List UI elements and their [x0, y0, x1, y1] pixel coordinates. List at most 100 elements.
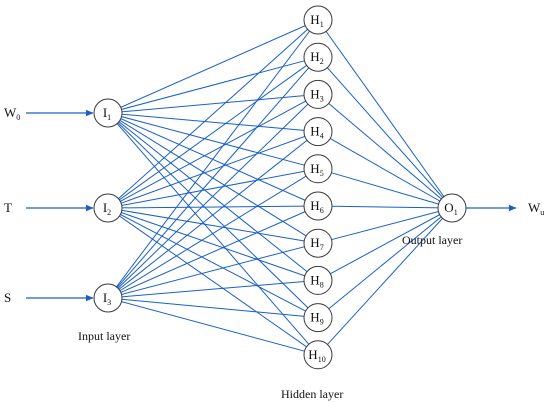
hidden-node-label-subscript: 1 [320, 20, 324, 29]
edge-i2-h8 [107, 207, 319, 281]
edge-i2-h6 [107, 205, 319, 209]
hidden-node-4: H4 [303, 117, 333, 147]
hidden-node-label-base: H [310, 49, 319, 64]
hidden-layer-label: Hidden layer [281, 387, 343, 401]
hidden-node-label-base: H [310, 86, 319, 101]
edge-h5-o1 [317, 168, 453, 209]
input-node-label-base: I [103, 290, 107, 305]
hidden-node-label: H1 [310, 12, 323, 29]
input-node-label-base: I [103, 200, 107, 215]
hidden-node-7: H7 [303, 228, 333, 258]
edge-i3-h5 [107, 168, 319, 299]
input-node-label-subscript: 1 [107, 113, 111, 122]
edge-i2-h5 [107, 168, 319, 209]
edge-i3-h2 [107, 56, 319, 299]
hidden-node-label-subscript: 5 [320, 169, 324, 178]
input-node-label: I3 [103, 290, 111, 307]
hidden-node-circle [303, 5, 333, 35]
input-label-1-subscript: 0 [16, 113, 20, 122]
output-node-circle [437, 193, 467, 223]
output-label: Wu [528, 200, 544, 217]
edge-i3-h9 [107, 297, 319, 319]
edge-i2-h3 [107, 93, 319, 209]
hidden-node-label-subscript: 9 [320, 318, 324, 327]
edge-i1-h3 [107, 93, 319, 114]
hidden-node-label: H6 [310, 198, 323, 215]
hidden-node-circle [303, 42, 333, 72]
input-node-label: I1 [103, 105, 111, 122]
hidden-node-label-base: H [310, 161, 319, 176]
edge-i2-h1 [107, 19, 319, 209]
edge-i3-h1 [107, 19, 319, 299]
hidden-node-circle [303, 340, 333, 370]
hidden-node-circle [303, 79, 333, 109]
labels-group: Input layer Hidden layer Output layer W0… [4, 105, 544, 401]
output-node-1: O1 [437, 193, 467, 223]
hidden-node-label: H8 [310, 272, 323, 289]
hidden-node-label-subscript: 7 [320, 243, 324, 252]
edge-i3-h10 [107, 297, 319, 356]
edge-h9-o1 [317, 207, 453, 318]
edge-i1-h4 [107, 112, 319, 133]
edge-h10-o1 [317, 207, 453, 356]
hidden-node-label-base: H [310, 310, 319, 325]
input-node-label-subscript: 3 [107, 298, 111, 307]
edge-i3-h6 [107, 205, 319, 299]
hidden-node-label: H3 [310, 86, 323, 103]
edge-h4-o1 [317, 131, 453, 209]
input-layer-label: Input layer [78, 329, 130, 343]
edge-i3-h8 [107, 279, 319, 299]
hidden-node-circle [303, 154, 333, 184]
hidden-node-label-base: H [308, 347, 317, 362]
input-node-label-subscript: 2 [107, 208, 111, 217]
edge-h7-o1 [317, 207, 453, 244]
hidden-node-1: H1 [303, 5, 333, 35]
edge-i1-h1 [107, 19, 319, 114]
edge-i2-h7 [107, 207, 319, 244]
edge-i3-h4 [107, 131, 319, 299]
output-layer-label: Output layer [402, 233, 462, 247]
hidden-node-circle [303, 303, 333, 333]
input-label-1-base: W [4, 105, 17, 120]
edge-i1-h5 [107, 112, 319, 170]
output-node-label: O1 [444, 200, 457, 217]
hidden-node-label: H2 [310, 49, 323, 66]
arrows-group [26, 109, 517, 302]
hidden-node-label-subscript: 6 [320, 206, 324, 215]
hidden-node-label-base: H [310, 124, 319, 139]
hidden-node-circle [303, 228, 333, 258]
edge-i2-h4 [107, 131, 319, 209]
edge-i2-h9 [107, 207, 319, 319]
hidden-node-label-subscript: 4 [320, 132, 324, 141]
hidden-node-label: H4 [310, 124, 323, 141]
output-label-base: W [528, 200, 541, 215]
hidden-node-circle [303, 117, 333, 147]
input-node-circle [93, 98, 123, 128]
hidden-node-label-subscript: 10 [318, 355, 326, 364]
hidden-node-label-base: H [310, 198, 319, 213]
input-node-circle [93, 283, 123, 313]
hidden-node-3: H3 [303, 79, 333, 109]
edges-group [107, 19, 453, 356]
hidden-node-label: H7 [310, 235, 323, 252]
hidden-node-label: H5 [310, 161, 323, 178]
hidden-node-label: H10 [308, 347, 325, 364]
hidden-node-2: H2 [303, 42, 333, 72]
hidden-node-label-base: H [310, 12, 319, 27]
hidden-node-label-base: H [310, 235, 319, 250]
edge-i3-h7 [107, 242, 319, 299]
edge-h2-o1 [317, 56, 453, 209]
input-label-2: T [4, 200, 12, 215]
hidden-node-9: H9 [303, 303, 333, 333]
input-node-circle [93, 193, 123, 223]
edge-i2-h10 [107, 207, 319, 356]
hidden-node-label-base: H [310, 272, 319, 287]
input-label-3: S [4, 290, 11, 305]
hidden-node-8: H8 [303, 265, 333, 295]
edge-h3-o1 [317, 94, 453, 209]
hidden-node-5: H5 [303, 154, 333, 184]
input-node-1: I1 [93, 98, 123, 128]
hidden-node-label: H9 [310, 310, 323, 327]
edge-i1-h2 [107, 56, 319, 114]
